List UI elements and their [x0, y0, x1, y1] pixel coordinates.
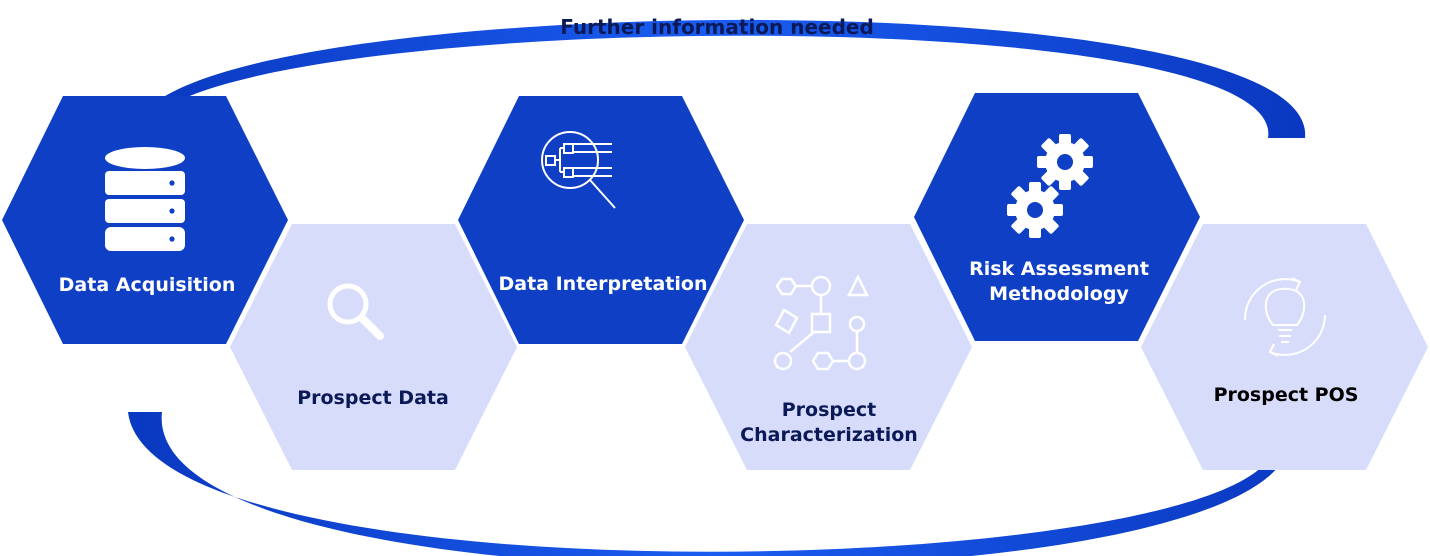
hex-prospect-data [230, 224, 517, 470]
feedback-arrow-top [126, 19, 1306, 140]
data-search-icon [541, 131, 616, 209]
label-data-acquisition: Data Acquisition [59, 274, 236, 296]
hex-prospect-pos [1141, 224, 1428, 470]
gears-icon [1007, 134, 1093, 238]
database-icon [105, 147, 185, 251]
label-prospect-characterization-line2: Characterization [740, 424, 918, 446]
label-prospect-data: Prospect Data [297, 387, 449, 409]
lightbulb-cycle-icon [1243, 277, 1326, 357]
label-prospect-characterization-line1: Prospect [782, 399, 877, 421]
label-risk-assessment-line1: Risk Assessment [969, 258, 1149, 280]
label-prospect-pos: Prospect POS [1214, 384, 1359, 406]
hex-risk-assessment [914, 93, 1200, 341]
label-risk-assessment-line2: Methodology [989, 283, 1129, 305]
hex-data-interpretation [458, 96, 744, 344]
hex-prospect-characterization [685, 224, 972, 470]
shapes-network-icon [773, 274, 870, 371]
label-data-interpretation: Data Interpretation [499, 273, 708, 295]
loop-label: Further information needed [560, 15, 874, 39]
magnifier-icon [327, 283, 384, 340]
